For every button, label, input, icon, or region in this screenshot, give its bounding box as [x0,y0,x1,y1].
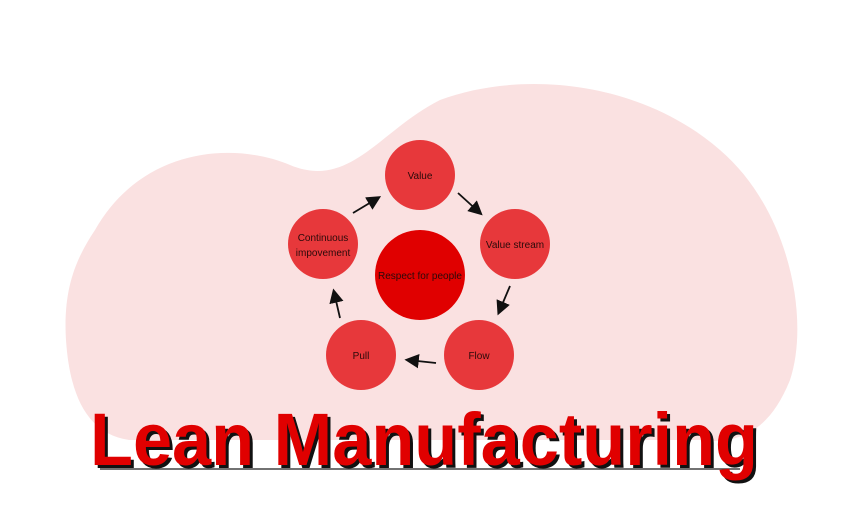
arrow-value-to-stream [457,192,483,216]
center-node-respect: Respect for people [375,230,465,320]
node-label: Value stream [486,240,544,251]
arrow-stream-to-flow [496,285,511,316]
arrow-continuous-to-value [352,196,382,214]
node-label: Flow [468,351,490,362]
arrow-flow-to-pull [404,353,437,369]
page-title: Lean Manufacturing [90,398,758,481]
arrow-pull-to-continuous [329,288,344,319]
title-text: Lean Manufacturing [90,398,758,481]
node-label: Pull [353,351,370,362]
node-value: Value [385,140,455,210]
node-continuous-improvement: Continuous impovement [288,209,358,279]
node-value-stream: Value stream [480,209,550,279]
node-label: Value [408,171,433,182]
node-pull: Pull [326,320,396,390]
center-label: Respect for people [378,271,462,282]
node-label: impovement [296,248,351,259]
node-flow: Flow [444,320,514,390]
cycle-arrows [329,192,511,369]
node-label: Continuous [298,233,349,244]
